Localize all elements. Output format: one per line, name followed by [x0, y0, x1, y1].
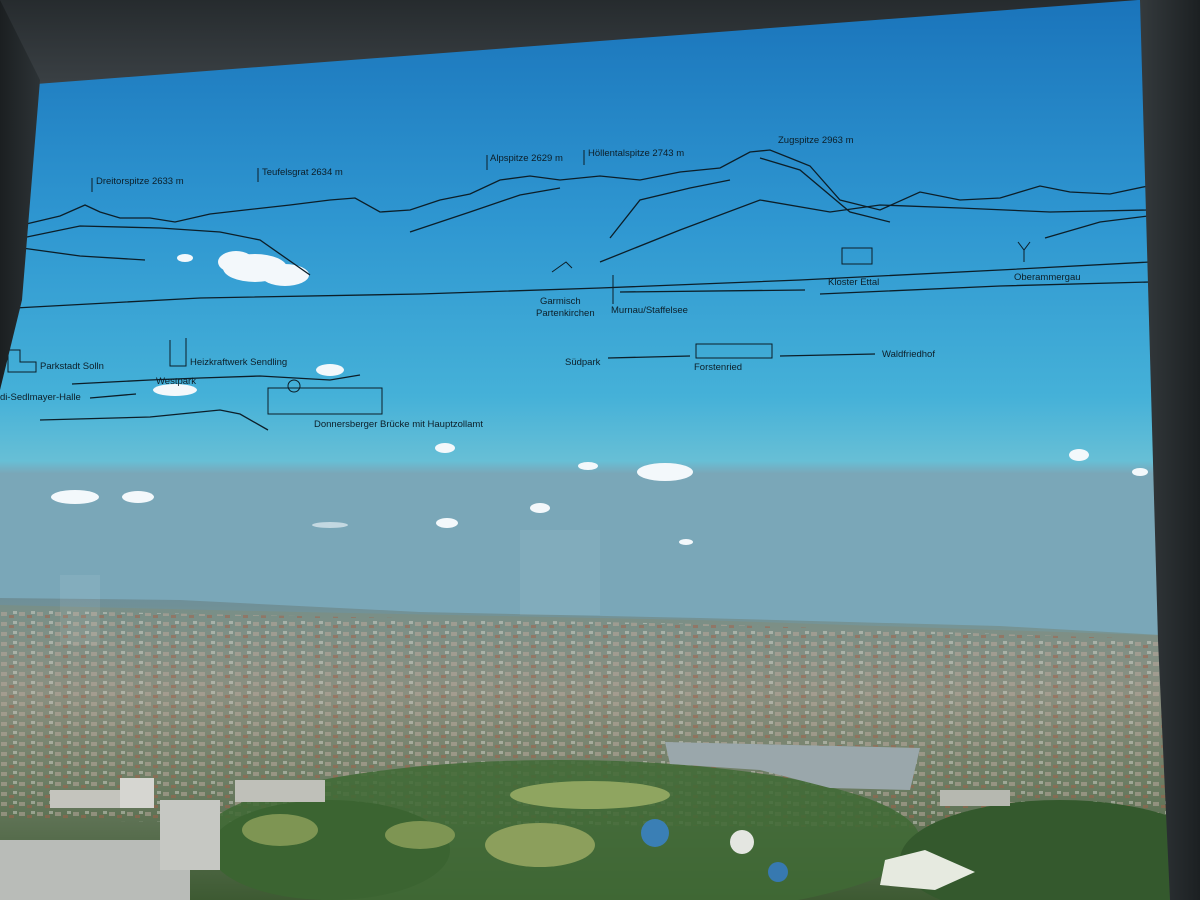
etched-mountain-outline [14, 149, 1151, 431]
heizkraftwerk-icon [169, 338, 187, 367]
label-forstenried: Forstenried [694, 362, 742, 373]
label-kloster-ettal: Kloster Ettal [828, 277, 879, 288]
label-dreitorspitze: Dreitorspitze 2633 m [96, 176, 184, 187]
sky [0, 0, 1200, 640]
label-zugspitze: Zugspitze 2963 m [778, 135, 854, 146]
parkstadt-solln-icon [7, 349, 37, 373]
label-suedpark: Südpark [565, 357, 601, 368]
forstenried-buildings-icon [695, 343, 773, 359]
label-parkstadt-solln: Parkstadt Solln [40, 361, 104, 372]
label-sedlmayer-halle: di-Sedlmayer-Halle [0, 392, 81, 403]
label-murnau: Murnau/Staffelsee [611, 305, 688, 316]
label-garmisch: Garmisch [540, 296, 581, 307]
park-greenery [200, 760, 1200, 900]
label-heizkraftwerk: Heizkraftwerk Sendling [190, 357, 287, 368]
kloster-ettal-icon [841, 247, 873, 265]
label-alpspitze: Alpspitze 2629 m [490, 153, 563, 164]
label-teufelsgrat: Teufelsgrat 2634 m [262, 167, 343, 178]
landmark-icons [7, 241, 1031, 415]
peak-markers [91, 150, 585, 192]
label-partenkirchen: Partenkirchen [536, 308, 595, 319]
label-waldfriedhof: Waldfriedhof [882, 349, 935, 360]
panorama-labels: Dreitorspitze 2633 m Teufelsgrat 2634 m … [0, 135, 1081, 430]
label-oberammergau: Oberammergau [1014, 272, 1081, 283]
label-donnersberger: Donnersberger Brücke mit Hauptzollamt [314, 419, 483, 430]
hauptzollamt-icon [267, 387, 383, 415]
foreground-buildings [0, 742, 1010, 900]
oberammergau-icon [1017, 241, 1031, 262]
label-hoellentalspitze: Höllentalspitze 2743 m [588, 148, 684, 159]
label-westpark: Westpark [156, 376, 196, 387]
garmisch-icon [551, 261, 573, 273]
glass-reflection [520, 530, 600, 615]
clouds [51, 251, 1148, 545]
